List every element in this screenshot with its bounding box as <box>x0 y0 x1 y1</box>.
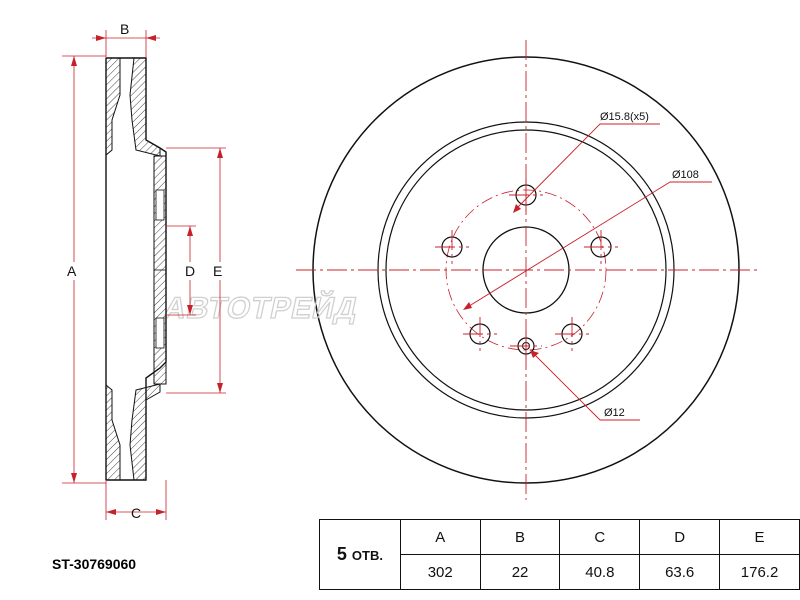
stud-holes-label: Ø15.8(x5) <box>600 111 649 123</box>
dim-label-a: A <box>67 263 77 279</box>
table-values-row: 302 22 40.8 63.6 176.2 <box>320 554 800 590</box>
value-a: 302 <box>399 554 481 590</box>
center-lines <box>296 40 758 500</box>
disc-section-view <box>105 57 167 481</box>
leader-arrow <box>463 302 472 310</box>
leader-arrow <box>530 350 539 358</box>
holes-count-cell: 5 ОТВ. <box>319 519 401 590</box>
watermark: АВТОТРЕЙД <box>161 291 361 325</box>
section-hatch-bottom <box>129 383 161 481</box>
section-hatch-bottom <box>105 383 121 481</box>
header-b: B <box>479 519 561 555</box>
holes-count: 5 <box>336 544 347 564</box>
header-d: D <box>639 519 721 555</box>
disc-front-view <box>296 40 758 500</box>
part-number: ST-30769060 <box>52 556 137 572</box>
dim-label-e: E <box>213 263 222 279</box>
holes-unit: ОТВ. <box>351 548 383 563</box>
leader-lines <box>465 123 712 421</box>
header-e: E <box>719 519 800 555</box>
leader-arrow <box>513 204 521 213</box>
pcd-label: Ø108 <box>672 169 699 181</box>
header-c: C <box>559 519 641 555</box>
table-header-row: 5 ОТВ. A B C D E <box>319 519 800 590</box>
dimension-arrows <box>71 35 223 515</box>
value-b: 22 <box>479 554 561 590</box>
section-hatch-top <box>129 57 161 157</box>
dim-label-b: B <box>120 21 129 37</box>
value-e: 176.2 <box>719 554 800 590</box>
value-d: 63.6 <box>639 554 721 590</box>
value-c: 40.8 <box>559 554 641 590</box>
dimensions-table: 5 ОТВ. A B C D E 302 22 40.8 63.6 176.2 <box>319 519 800 590</box>
dim-label-d: D <box>185 263 195 279</box>
section-hatch-top <box>105 57 121 157</box>
stud-holes <box>441 184 612 345</box>
hat-outer-edge <box>385 129 667 411</box>
header-a: A <box>399 519 481 555</box>
small-hole-label: Ø12 <box>604 407 625 419</box>
dim-label-c: C <box>131 505 141 521</box>
